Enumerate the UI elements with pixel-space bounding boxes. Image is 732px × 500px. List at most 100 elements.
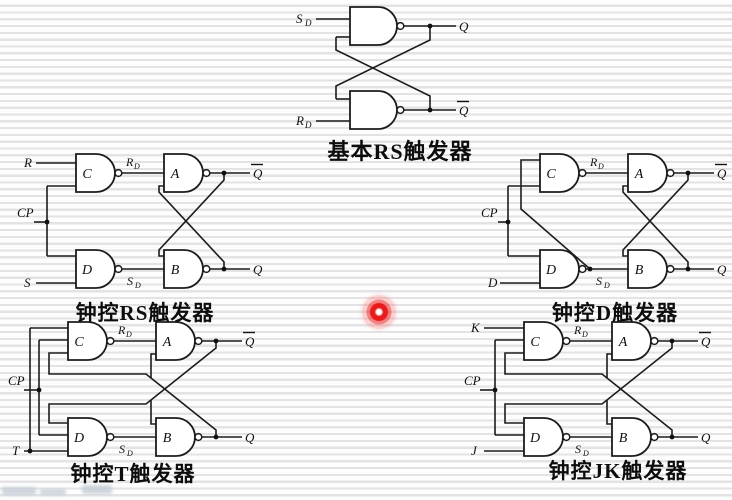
- gate-letter-b: B: [171, 263, 180, 278]
- clocked-rs-flipflop-diagram: C A D B R CP S R D S D Q Q: [14, 146, 264, 296]
- input-cp-label: CP: [464, 373, 481, 388]
- internal-rd-subscript: D: [581, 330, 588, 339]
- inverter-bubble: [562, 336, 571, 346]
- clocked-t-title: 钟控T触发器: [70, 462, 196, 486]
- gate-letter-b: B: [163, 431, 172, 446]
- output-q-label: Q: [245, 430, 255, 445]
- gate-letter-c: C: [82, 167, 92, 182]
- input-r-label: R: [23, 155, 32, 170]
- internal-rd-label: R: [125, 155, 134, 169]
- junction-dot: [669, 434, 675, 440]
- inverter-bubble: [202, 168, 211, 178]
- inverter-bubble: [578, 168, 587, 178]
- output-qbar-label: Q: [701, 334, 711, 349]
- inverter-bubble: [202, 264, 211, 274]
- internal-sd-label: S: [575, 442, 581, 456]
- internal-sd-subscript: D: [603, 281, 610, 290]
- output-qbar-label: Q: [717, 166, 727, 181]
- inverter-bubble: [666, 264, 675, 274]
- junction-dot: [587, 266, 593, 272]
- watermark-blob: [40, 489, 66, 495]
- laser-pointer-dot: [357, 290, 401, 334]
- junction-dot: [221, 170, 227, 176]
- input-cp-label: CP: [17, 205, 34, 220]
- inverter-bubble: [396, 105, 405, 115]
- internal-rd-label: R: [117, 323, 126, 337]
- gate-letter-d: D: [73, 431, 84, 446]
- input-d-label: D: [487, 275, 498, 290]
- internal-sd-label: S: [119, 442, 125, 456]
- internal-rd-label: R: [573, 323, 582, 337]
- input-t-label: T: [12, 443, 20, 458]
- internal-sd-label: S: [127, 274, 133, 288]
- inverter-bubble: [562, 432, 571, 442]
- junction-dot: [36, 387, 42, 393]
- junction-dot: [669, 338, 675, 344]
- wires: [24, 327, 242, 452]
- internal-sd-label: S: [596, 274, 602, 288]
- nand-gate-top: [349, 6, 398, 46]
- gate-letter-a: A: [618, 335, 628, 350]
- gate-letter-a: A: [170, 167, 180, 182]
- clocked-d-flipflop-diagram: C A D B CP D R D S D Q Q: [478, 146, 728, 296]
- junction-dot: [505, 219, 511, 225]
- internal-sd-subscript: D: [126, 449, 133, 458]
- gate-letter-d: D: [81, 263, 92, 278]
- input-s-label: S: [24, 275, 31, 290]
- output-q-label: Q: [253, 262, 263, 277]
- input-cp-label: CP: [8, 373, 25, 388]
- inverter-bubble: [650, 432, 659, 442]
- junction-dot: [221, 266, 227, 272]
- gate-letter-b: B: [635, 263, 644, 278]
- internal-rd-label: R: [589, 155, 598, 169]
- gate-letter-b: B: [619, 431, 628, 446]
- inverter-bubble: [106, 432, 115, 442]
- internal-sd-subscript: D: [582, 449, 589, 458]
- gate-letter-a: A: [634, 167, 644, 182]
- output-qbar-label: Q: [253, 166, 263, 181]
- junction-dot: [213, 434, 219, 440]
- wires: [498, 159, 714, 284]
- clocked-rs-title: 钟控RS触发器: [75, 301, 215, 325]
- watermark: [2, 483, 120, 499]
- clocked-d-title: 钟控D触发器: [551, 301, 679, 325]
- basic-rs-flipflop-diagram: S D R D Q Q: [288, 2, 478, 134]
- inverter-bubble: [194, 432, 203, 442]
- internal-rd-subscript: D: [133, 162, 140, 171]
- internal-sd-subscript: D: [134, 281, 141, 290]
- gate-letter-c: C: [546, 167, 556, 182]
- basic-rs-title: 基本RS触发器: [327, 139, 473, 164]
- gate-letter-a: A: [162, 335, 172, 350]
- input-cp-label: CP: [481, 205, 498, 220]
- inverter-bubble: [114, 264, 123, 274]
- output-q-label: Q: [459, 19, 469, 34]
- clocked-jk-flipflop-diagram: C A D B K CP J R D S D Q Q: [462, 314, 712, 464]
- inverter-bubble: [650, 336, 659, 346]
- internal-rd-subscript: D: [125, 330, 132, 339]
- input-rd-subscript: D: [304, 120, 312, 130]
- junction-dot: [44, 219, 50, 225]
- watermark-blob: [82, 485, 112, 494]
- nand-gate-bottom: [349, 90, 398, 130]
- input-j-label: J: [471, 443, 478, 458]
- inverter-bubble: [106, 336, 115, 346]
- gate-letter-d: D: [545, 263, 556, 278]
- gate-letter-c: C: [530, 335, 540, 350]
- output-q-label: Q: [717, 262, 727, 277]
- junction-dot: [492, 387, 498, 393]
- junction-dot: [427, 107, 433, 113]
- wires: [480, 327, 698, 452]
- inverter-bubble: [114, 168, 123, 178]
- junction-dot: [685, 266, 691, 272]
- input-rd-label: R: [295, 113, 304, 128]
- inverter-bubble: [666, 168, 675, 178]
- gate-letter-d: D: [529, 431, 540, 446]
- inverter-bubble: [396, 21, 405, 31]
- clocked-t-flipflop-diagram: C A D B CP T R D S D Q Q: [6, 314, 256, 464]
- output-qbar-label: Q: [459, 103, 469, 118]
- input-sd-subscript: D: [304, 18, 312, 28]
- junction-dot: [27, 448, 33, 454]
- inverter-bubble: [578, 264, 587, 274]
- inverter-bubble: [194, 336, 203, 346]
